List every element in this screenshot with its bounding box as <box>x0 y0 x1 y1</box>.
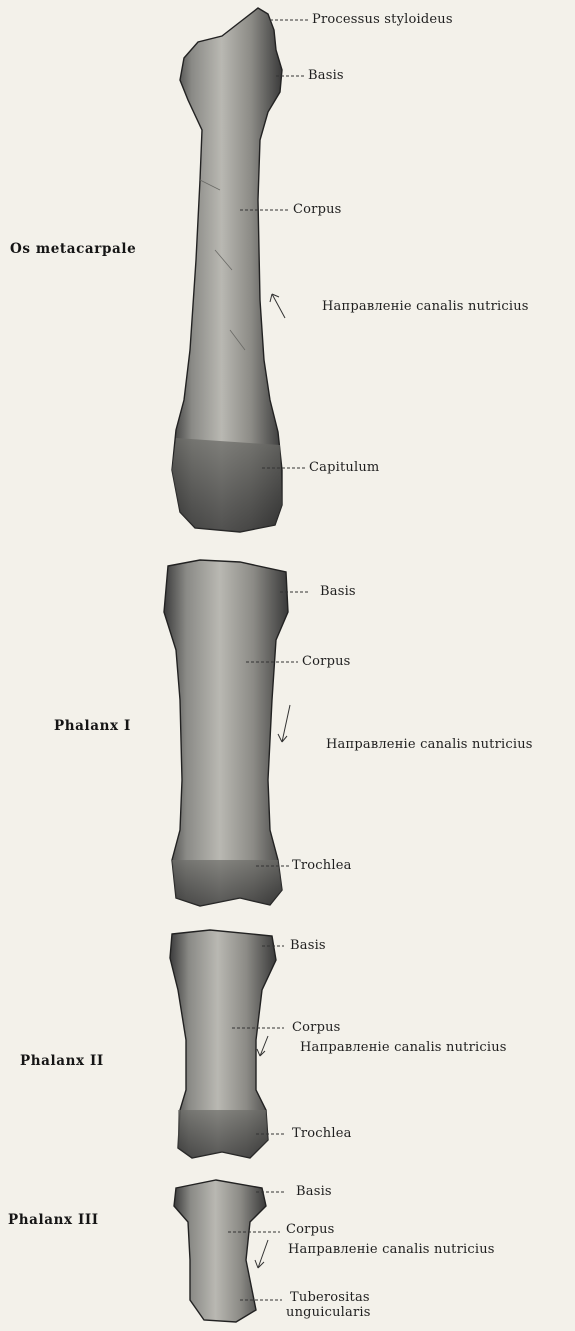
label-phalanx-iii-unguicularis: unguicularis <box>286 1305 371 1320</box>
label-phalanx-ii-canalis: Направленіе canalis nutricius <box>300 1040 507 1055</box>
title-os-metacarpale: Os metacarpale <box>10 241 136 257</box>
label-metacarpal-basis: Basis <box>308 68 344 83</box>
title-phalanx-i: Phalanx I <box>54 718 131 734</box>
phalanx-i-bone <box>164 560 288 906</box>
title-phalanx-iii: Phalanx III <box>8 1212 99 1228</box>
phalanx-iii-bone <box>174 1180 266 1322</box>
label-metacarpal-corpus: Corpus <box>293 202 342 217</box>
label-phalanx-ii-trochlea: Trochlea <box>292 1126 352 1141</box>
label-phalanx-i-basis: Basis <box>320 584 356 599</box>
label-phalanx-iii-basis: Basis <box>296 1184 332 1199</box>
label-phalanx-ii-basis: Basis <box>290 938 326 953</box>
title-phalanx-ii: Phalanx II <box>20 1053 104 1069</box>
label-processus-styloideus: Processus styloideus <box>312 12 453 27</box>
label-phalanx-iii-corpus: Corpus <box>286 1222 335 1237</box>
metacarpal-bone <box>172 8 282 532</box>
label-phalanx-iii-tuberositas: Tuberositas <box>290 1290 370 1305</box>
phalanx-ii-bone <box>170 930 276 1158</box>
label-metacarpal-canalis: Направленіе canalis nutricius <box>322 299 529 314</box>
label-phalanx-iii-canalis: Направленіе canalis nutricius <box>288 1242 495 1257</box>
label-phalanx-ii-corpus: Corpus <box>292 1020 341 1035</box>
label-phalanx-i-trochlea: Trochlea <box>292 858 352 873</box>
label-metacarpal-capitulum: Capitulum <box>309 460 379 475</box>
label-phalanx-i-canalis: Направленіе canalis nutricius <box>326 737 533 752</box>
label-phalanx-i-corpus: Corpus <box>302 654 351 669</box>
